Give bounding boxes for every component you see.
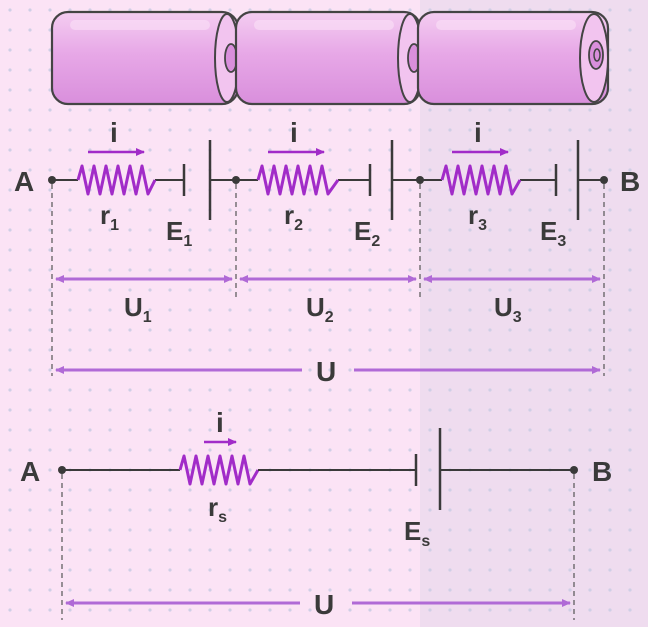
terminal-b-dot [570, 466, 578, 474]
equivalent-circuit: A B i rs Es U [20, 407, 612, 620]
resistance-label-r1: r1 [100, 200, 119, 234]
resistor-r2 [256, 164, 340, 196]
current-label: i [474, 117, 482, 148]
current-label: i [290, 117, 298, 148]
voltage-label-u1: U1 [124, 292, 152, 326]
terminal-b-label: B [592, 456, 612, 487]
battery-1 [50, 10, 240, 106]
cell-e1 [182, 140, 212, 220]
terminal-b-dot [600, 176, 608, 184]
total-voltage-label: U [314, 589, 334, 620]
total-voltage-label: U [316, 356, 336, 387]
resistance-label-r2: r2 [284, 200, 303, 234]
junction-dot [232, 176, 240, 184]
junction-dot [416, 176, 424, 184]
battery-3 [416, 10, 610, 106]
terminal-a-label: A [14, 166, 34, 197]
terminal-a-dot [58, 466, 66, 474]
emf-label-e1: E1 [166, 216, 192, 250]
terminal-a-label: A [20, 456, 40, 487]
series-circuit: A B i i i r1 r2 r3 E1 E2 E3 U1 U2 U3 U [14, 117, 640, 387]
resistor-rs [178, 454, 260, 486]
cell-e3 [554, 140, 580, 220]
resistor-r1 [76, 164, 157, 196]
resistance-label-r3: r3 [468, 200, 487, 234]
current-label: i [216, 407, 224, 438]
emf-label-e3: E3 [540, 216, 566, 250]
current-label: i [110, 117, 118, 148]
emf-label-es: Es [404, 516, 430, 550]
voltage-label-u2: U2 [306, 292, 334, 326]
resistance-label-rs: rs [208, 492, 227, 526]
battery-2 [234, 10, 423, 106]
voltage-label-u3: U3 [494, 292, 522, 326]
resistor-r3 [440, 164, 522, 196]
emf-label-e2: E2 [354, 216, 380, 250]
terminal-b-label: B [620, 166, 640, 197]
terminal-a-dot [48, 176, 56, 184]
cell-e2 [368, 140, 394, 220]
